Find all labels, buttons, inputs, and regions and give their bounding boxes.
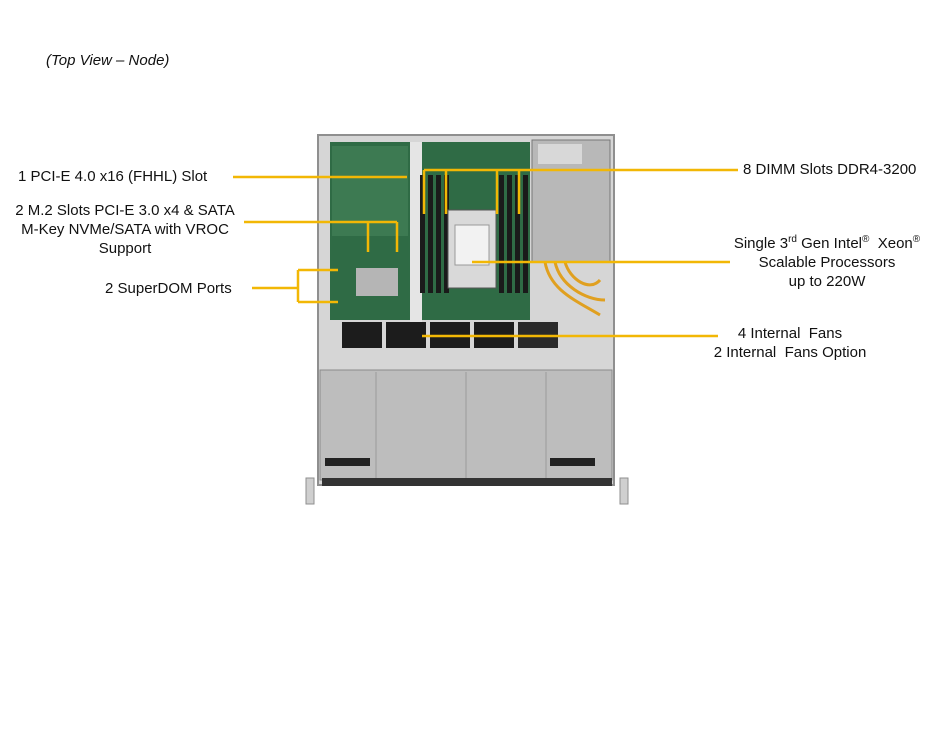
cpu-label	[454, 224, 490, 266]
processor-label-line-1: Single 3rd Gen Intel® Xeon®	[733, 234, 921, 252]
m2-label-line-3: Support	[98, 240, 152, 257]
psu-vent	[538, 144, 582, 164]
dimm-slots-label: 8 DIMM Slots DDR4-3200	[743, 161, 917, 178]
rack-ear-left	[305, 477, 315, 505]
m2-slots-label: 2 M.2 Slots PCI-E 3.0 x4 & SATA M-Key NV…	[2, 201, 248, 258]
pcie-slot-label: 1 PCI-E 4.0 x16 (FHHL) Slot	[18, 168, 208, 185]
superdom-heatsink	[356, 268, 398, 296]
front-bezel	[322, 478, 612, 486]
processor-label-line-2: Scalable Processors	[758, 254, 896, 271]
m2-label-line-1: 2 M.2 Slots PCI-E 3.0 x4 & SATA	[15, 202, 235, 219]
rack-ear-right	[619, 477, 629, 505]
fans-label: 4 Internal Fans 2 Internal Fans Option	[700, 324, 880, 362]
processor-label-line-3: up to 220W	[788, 273, 866, 290]
fans-label-line-1: 4 Internal Fans	[737, 325, 843, 342]
superdom-label: 2 SuperDOM Ports	[105, 280, 232, 297]
fans-label-line-2: 2 Internal Fans Option	[713, 344, 867, 361]
front-vent-2	[550, 458, 595, 466]
board-divider	[410, 142, 422, 322]
psu-cables	[543, 261, 606, 317]
front-vent-1	[325, 458, 370, 466]
dimm-slots	[420, 175, 528, 293]
view-caption: (Top View – Node)	[46, 52, 170, 69]
m2-label-line-2: M-Key NVMe/SATA with VROC	[21, 221, 229, 238]
processor-label: Single 3rd Gen Intel® Xeon® Scalable Pro…	[722, 230, 932, 291]
